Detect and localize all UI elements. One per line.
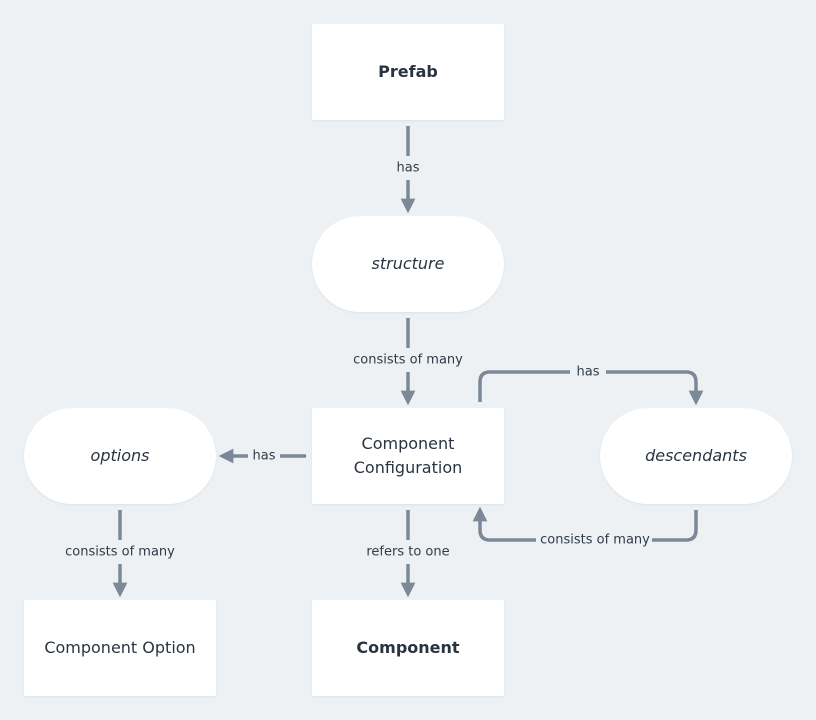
prefab-node: Prefab <box>312 24 504 120</box>
component-option-node: Component Option <box>24 600 216 696</box>
edge-label-config-descendants: has <box>577 365 600 380</box>
descendants-label: descendants <box>645 446 747 465</box>
edge-label-structure-config: consists of many <box>353 353 463 368</box>
prefab-label: Prefab <box>378 62 438 81</box>
structure-label: structure <box>371 254 445 273</box>
edge-label-options-option: consists of many <box>65 545 175 560</box>
structure-node: structure <box>312 216 504 312</box>
component-node: Component <box>312 600 504 696</box>
edge-label-prefab-structure: has <box>397 161 420 176</box>
component-label: Component <box>356 638 460 657</box>
options-node: options <box>24 408 216 504</box>
options-label: options <box>90 446 150 465</box>
edge-descendants-config-path <box>652 510 698 542</box>
edge-label-config-component: refers to one <box>366 545 449 560</box>
edge-config-descendants-arrow <box>606 370 704 406</box>
edge-label-descendants-config: consists of many <box>540 533 650 548</box>
component-configuration-node: Component Configuration <box>312 408 504 504</box>
component-option-label: Component Option <box>44 638 196 657</box>
edge-config-descendants-path <box>478 370 570 402</box>
descendants-node: descendants <box>600 408 792 504</box>
edge-descendants-config-arrow <box>472 506 536 542</box>
component-configuration-label-line2: Configuration <box>353 458 463 477</box>
edge-label-config-options: has <box>253 449 276 464</box>
component-configuration-label-line1: Component <box>361 434 455 453</box>
